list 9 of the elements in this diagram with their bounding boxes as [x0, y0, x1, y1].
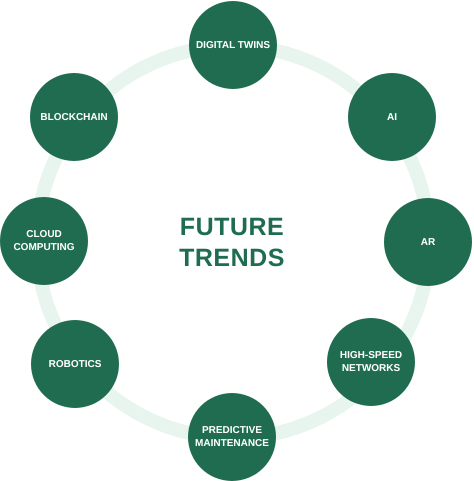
trend-label: DIGITAL TWINS	[196, 38, 270, 52]
trend-label: ROBOTICS	[48, 358, 102, 370]
trend-label: CLOUD COMPUTING	[12, 228, 76, 254]
trend-label: HIGH-SPEED NETWORKS	[338, 349, 404, 375]
diagram-title: FUTURE TRENDS	[178, 212, 286, 274]
trend-label: AR	[420, 236, 436, 248]
trend-label: PREDICTIVE MAINTENANCE	[194, 424, 270, 450]
trend-label: BLOCKCHAIN	[40, 110, 108, 124]
trend-label: AI	[387, 110, 397, 124]
